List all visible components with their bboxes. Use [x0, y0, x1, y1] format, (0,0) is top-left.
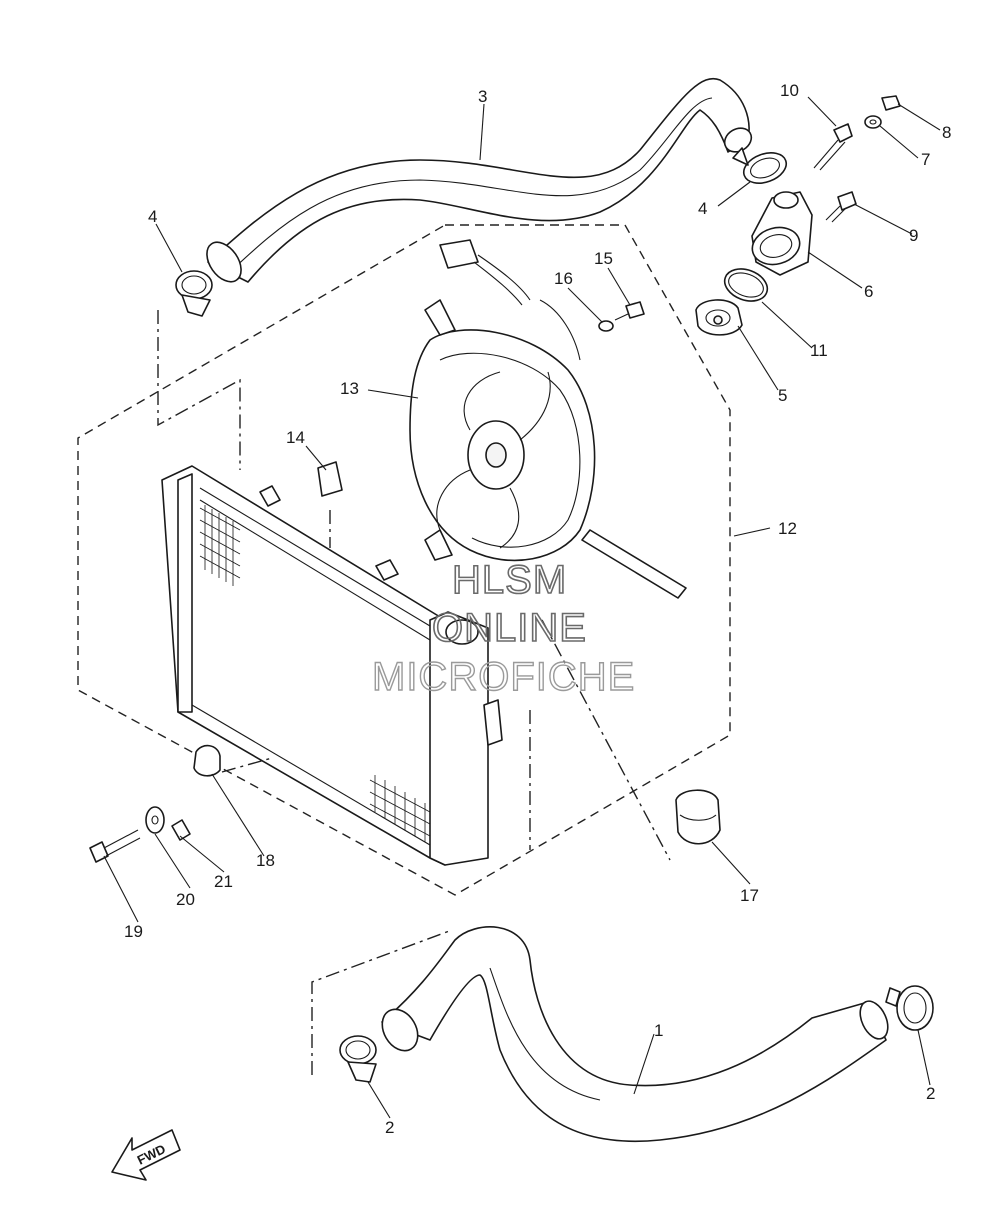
- callout-5: 5: [778, 386, 787, 405]
- collar-21: [171, 819, 191, 841]
- reference-line-cap: [541, 619, 671, 861]
- leader-lines: [103, 96, 941, 1119]
- hose-clamp-right: [732, 147, 788, 184]
- reference-line-grommet: [221, 757, 273, 773]
- reference-line-lower: [311, 929, 453, 1075]
- callout-18: 18: [256, 851, 275, 870]
- callout-17: 17: [740, 886, 759, 905]
- bolt-19: [89, 829, 141, 863]
- callout-9: 9: [909, 226, 918, 245]
- callout-14: 14: [286, 428, 305, 447]
- grommet-18: [193, 744, 221, 777]
- callout-19: 19: [124, 922, 143, 941]
- callout-2-left: 2: [385, 1118, 394, 1137]
- callout-15: 15: [594, 249, 613, 268]
- callout-7: 7: [921, 150, 930, 169]
- bracket: [317, 461, 343, 497]
- callouts: 3 4 4 10 8 7 9 6 11 5 15 16 13 14 12 17 …: [124, 81, 951, 1137]
- bolt-10: [813, 123, 853, 171]
- watermark: HLSM ONLINE MICROFICHE: [371, 557, 635, 700]
- thermostat: [695, 299, 743, 336]
- assembly-boundary: [77, 224, 731, 896]
- callout-6: 6: [864, 282, 873, 301]
- hose-clamp-lower-right: [885, 985, 934, 1031]
- overflow-pipe: [581, 529, 687, 599]
- callout-20: 20: [176, 890, 195, 909]
- callout-4-left: 4: [148, 207, 157, 226]
- nut-8: [881, 95, 901, 111]
- callout-1: 1: [654, 1021, 663, 1040]
- radiator-cap: [675, 789, 721, 845]
- callout-8: 8: [942, 123, 951, 142]
- radiator: [161, 465, 503, 866]
- fan-connector: [439, 239, 581, 361]
- callout-21: 21: [214, 872, 233, 891]
- upper-radiator-hose: [206, 77, 753, 283]
- thermostat-housing: [751, 191, 813, 276]
- callout-3: 3: [478, 87, 487, 106]
- callout-10: 10: [780, 81, 799, 100]
- watermark-line-2: ONLINE: [432, 606, 587, 650]
- bolt-9: [825, 191, 857, 223]
- hose-clamp-left: [175, 270, 213, 317]
- fwd-direction-arrow: FWD: [111, 1129, 181, 1181]
- watermark-line-1: HLSM: [452, 558, 567, 602]
- bolt-15: [614, 301, 645, 321]
- watermark-line-3: MICROFICHE: [372, 655, 635, 699]
- o-ring: [723, 268, 769, 302]
- cooling-fan: [409, 299, 596, 562]
- callout-4-right: 4: [698, 199, 707, 218]
- washer-16: [598, 320, 614, 332]
- hose-clamp-lower-left: [339, 1035, 377, 1083]
- reference-line-upper-left: [157, 310, 241, 470]
- callout-12: 12: [778, 519, 797, 538]
- washer-20: [145, 806, 165, 834]
- callout-13: 13: [340, 379, 359, 398]
- lower-radiator-hose: [381, 926, 889, 1143]
- callout-2-right: 2: [926, 1084, 935, 1103]
- callout-11: 11: [810, 341, 828, 360]
- callout-16: 16: [554, 269, 573, 288]
- washer-7: [864, 115, 882, 129]
